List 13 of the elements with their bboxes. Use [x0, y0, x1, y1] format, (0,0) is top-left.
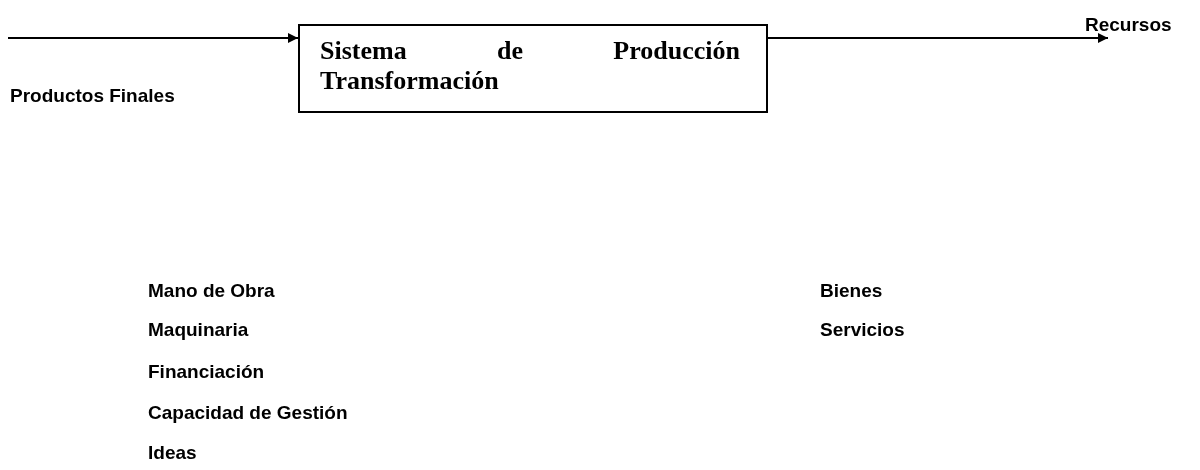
text-label: Mano de Obra: [148, 280, 275, 302]
text-label: Financiación: [148, 361, 265, 383]
text-label: Servicios: [820, 319, 905, 341]
text-label: Capacidad de Gestión: [148, 402, 348, 424]
box-label: Sistema de Producción Transformación: [320, 36, 740, 96]
arrow: [7, 33, 299, 43]
process-box: [298, 24, 768, 113]
text-label: Bienes: [820, 280, 883, 302]
text-label: Maquinaria: [148, 319, 249, 341]
text-label: Ideas: [148, 442, 197, 464]
text-label: Productos Finales: [10, 85, 175, 107]
arrow: [767, 33, 1109, 43]
text-label: Recursos: [1085, 14, 1172, 35]
